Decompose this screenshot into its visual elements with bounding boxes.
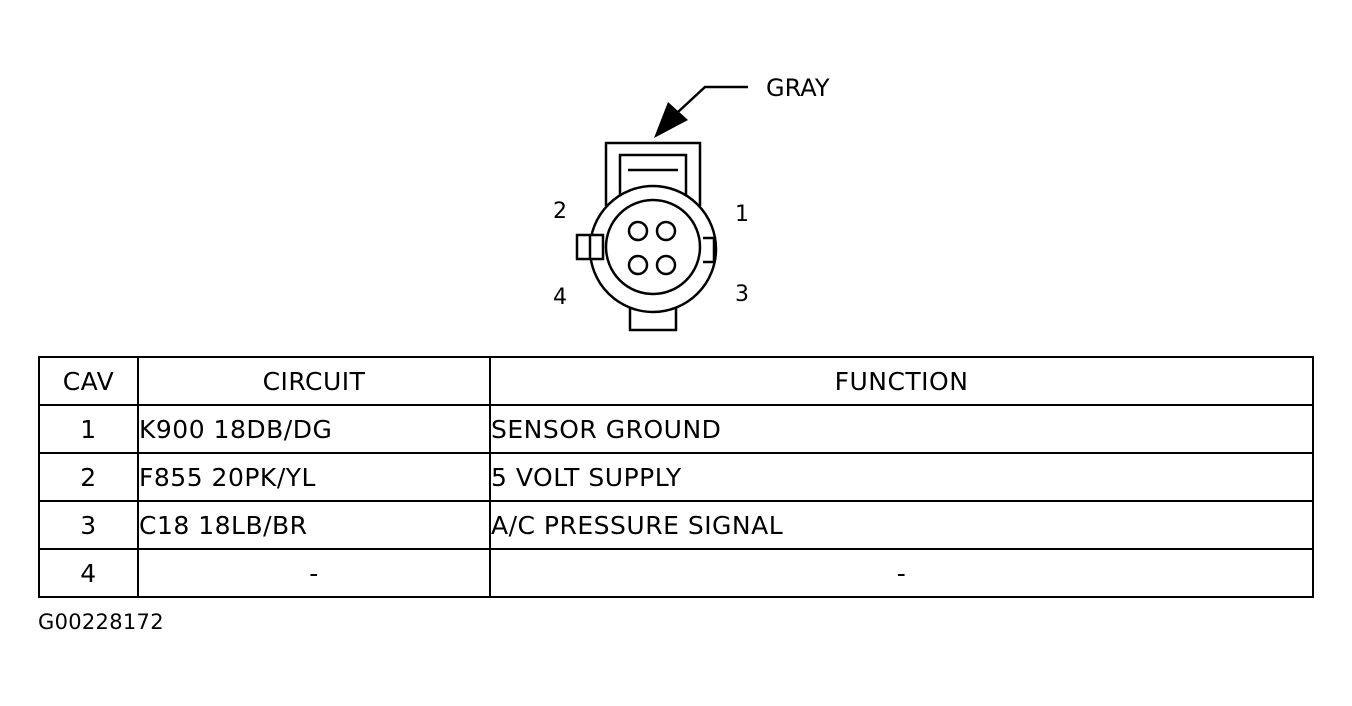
cavity-4	[627, 254, 649, 276]
circuit-cell: F855 20PK/YL	[137, 452, 491, 502]
table-row: 2 F855 20PK/YL 5 VOLT SUPPLY	[38, 452, 1314, 502]
table-row: 1 K900 18DB/DG SENSOR GROUND	[38, 404, 1314, 454]
table-row: 3 C18 18LB/BR A/C PRESSURE SIGNAL	[38, 500, 1314, 550]
cav-cell: 3	[38, 500, 139, 550]
cav-cell: 4	[38, 548, 139, 598]
pin-label-3: 3	[735, 282, 749, 307]
pin-cavities	[627, 220, 677, 276]
function-cell: SENSOR GROUND	[489, 404, 1314, 454]
connector-diagram: GRAY 2 1 4 3	[553, 74, 830, 332]
pinout-table: CAV CIRCUIT FUNCTION 1 K900 18DB/DG SENS…	[38, 356, 1314, 598]
figure-id: G00228172	[38, 610, 164, 634]
header-circuit: CIRCUIT	[137, 356, 491, 406]
table-row: 4 - -	[38, 548, 1314, 598]
pin-label-2: 2	[553, 199, 567, 224]
cavity-1	[655, 220, 677, 242]
cavity-2	[627, 220, 649, 242]
cav-cell: 1	[38, 404, 139, 454]
cavity-3	[655, 254, 677, 276]
function-cell: A/C PRESSURE SIGNAL	[489, 500, 1314, 550]
header-function: FUNCTION	[489, 356, 1314, 406]
leader-arrowhead	[654, 102, 688, 138]
header-cav: CAV	[38, 356, 139, 406]
function-cell: -	[489, 548, 1314, 598]
pin-label-4: 4	[553, 285, 567, 310]
table-header-row: CAV CIRCUIT FUNCTION	[38, 356, 1314, 406]
pin-label-1: 1	[735, 202, 749, 227]
circuit-cell: -	[137, 548, 491, 598]
circuit-cell: C18 18LB/BR	[137, 500, 491, 550]
wire-color-leader	[677, 85, 748, 113]
function-cell: 5 VOLT SUPPLY	[489, 452, 1314, 502]
wire-color-label: GRAY	[766, 74, 830, 102]
circuit-cell: K900 18DB/DG	[137, 404, 491, 454]
cav-cell: 2	[38, 452, 139, 502]
